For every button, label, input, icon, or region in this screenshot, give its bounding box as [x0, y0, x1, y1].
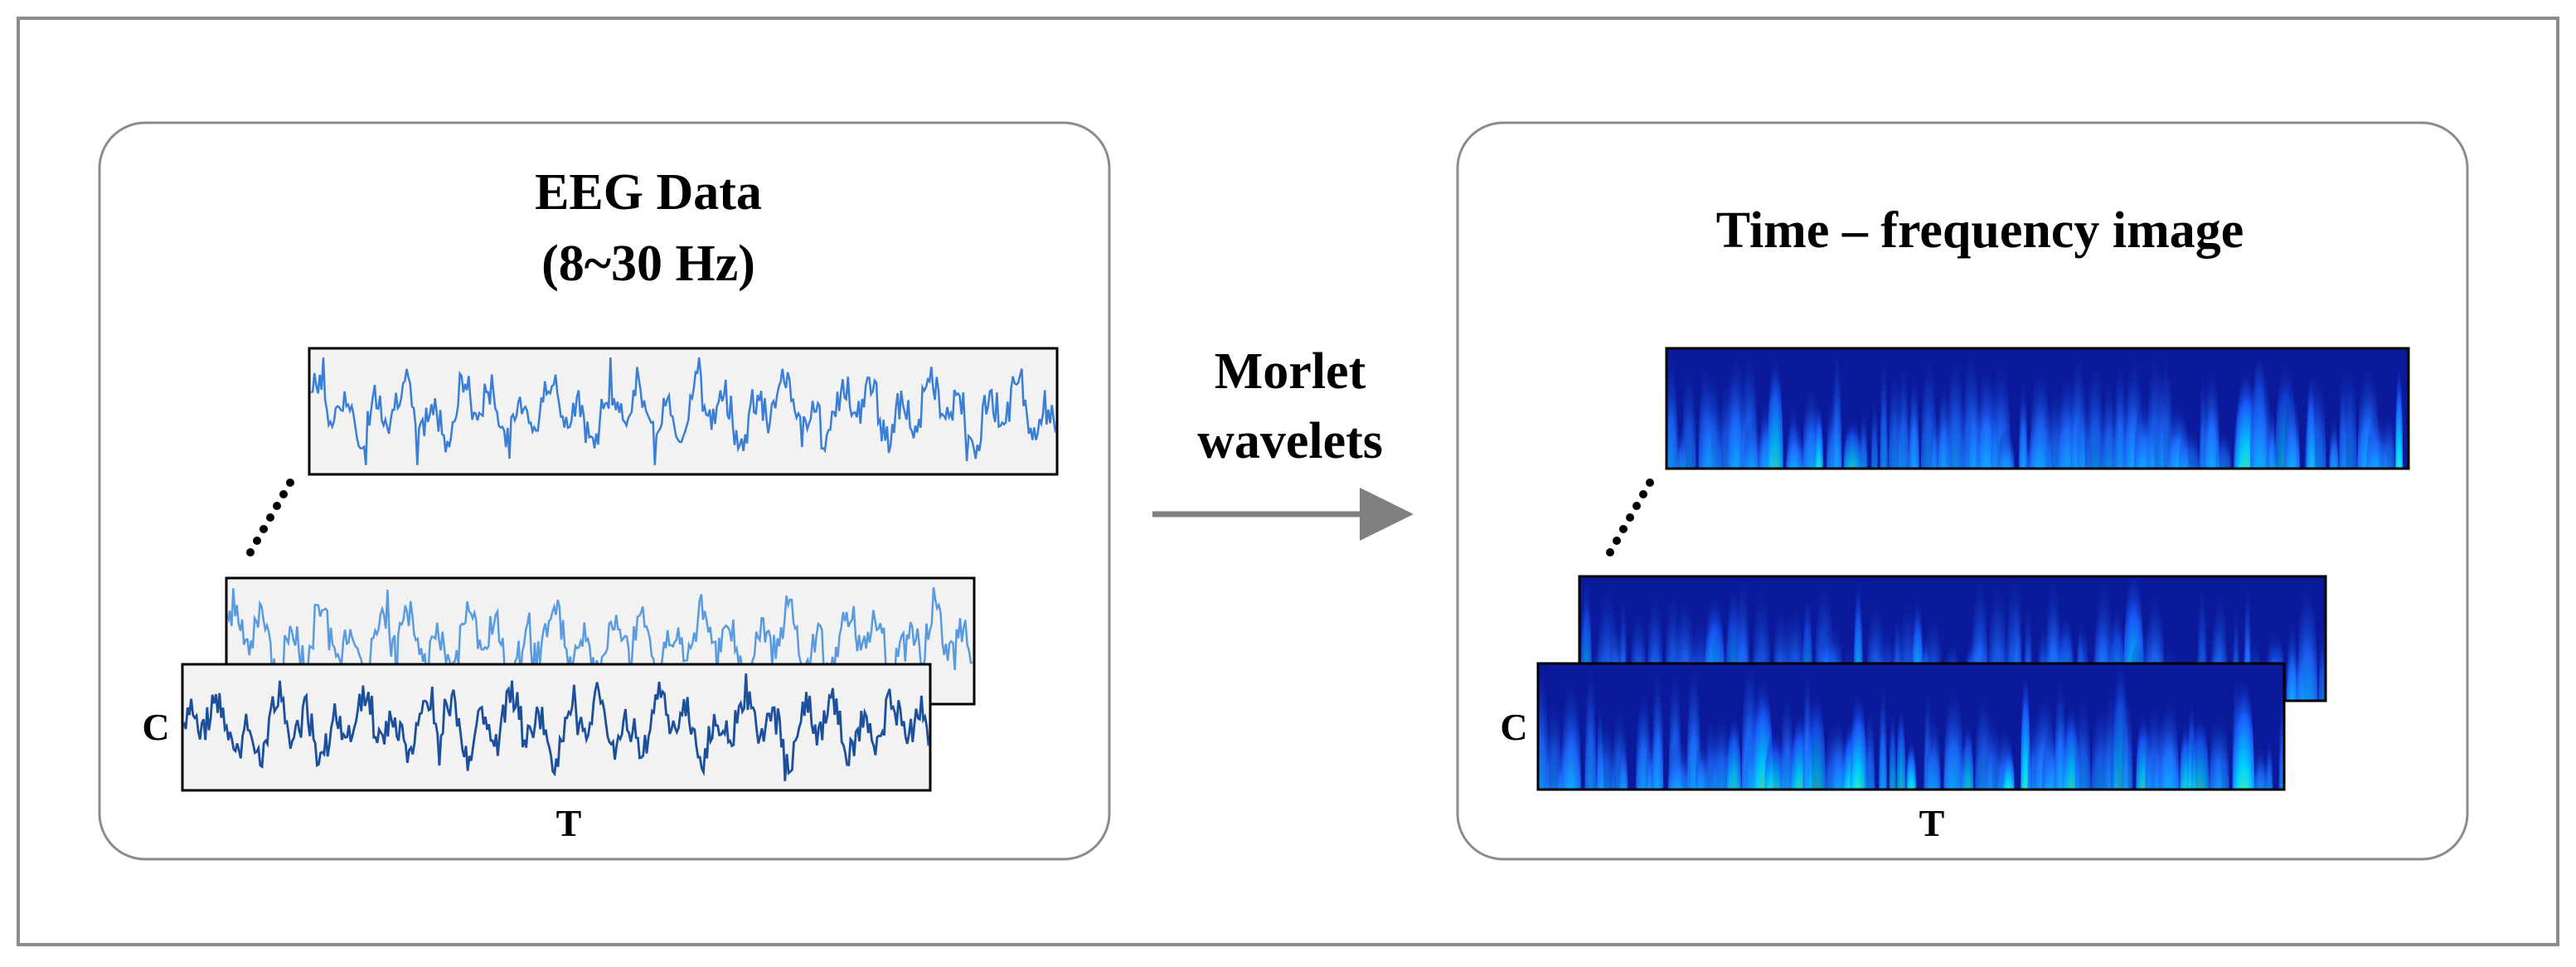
tf-energy-blob [2253, 744, 2268, 790]
tf-energy-blob [1879, 673, 1887, 790]
arrow-label-line1: Morlet [1215, 343, 1366, 400]
eeg-signal-front [181, 663, 932, 792]
tf-energy-blob [1943, 681, 1964, 790]
tf-energy-blob [1807, 688, 1826, 790]
tf-energy-blob [2002, 742, 2015, 790]
tf-energy-blob [1962, 720, 1974, 790]
tf-energy-blob [2078, 378, 2090, 469]
tf-title: Time – frequency image [1716, 202, 2244, 259]
tf-energy-blob [2203, 362, 2220, 469]
tf-energy-blob [2054, 671, 2067, 790]
tf-energy-blob [1831, 715, 1847, 790]
tf-energy-blob [1726, 711, 1741, 790]
tf-energy-blob [2021, 664, 2030, 790]
tf-energy-blob [1767, 350, 1783, 469]
tf-energy-blob [2329, 414, 2339, 469]
tf-energy-blob [1843, 417, 1861, 469]
eeg-time-axis-label: T [556, 802, 582, 844]
tf-energy-blob [1889, 709, 1896, 790]
tf-energy-blob [1985, 711, 2001, 790]
tf-energy-blob [1930, 401, 1940, 469]
tf-energy-blob [2178, 422, 2200, 469]
tf-energy-blob [2305, 362, 2326, 469]
tf-energy-blob [2249, 350, 2271, 469]
tf-energy-blob [2030, 361, 2051, 469]
tf-energy-blob [1700, 364, 1721, 469]
eeg-title-line2: (8~30 Hz) [541, 236, 755, 292]
tf-energy-blob [2265, 734, 2273, 790]
arrow-label-line2: wavelets [1197, 413, 1383, 469]
eeg-channel-axis-label: C [142, 706, 169, 748]
tf-time-axis-label: T [1919, 802, 1945, 844]
tf-energy-blob [2213, 708, 2229, 790]
tf-energy-blob [1561, 673, 1581, 790]
ellipsis-dots-left [246, 479, 294, 556]
tf-energy-blob [2233, 673, 2254, 790]
tf-energy-blob [2287, 618, 2298, 701]
tf-energy-blob [2158, 692, 2180, 790]
outer-frame [17, 17, 2559, 946]
tf-image-front [1536, 662, 2286, 791]
tf-energy-blob [1596, 716, 1614, 790]
tf-energy-blob [1584, 663, 1597, 790]
tf-energy-blob [2395, 360, 2404, 469]
tf-energy-blob [1850, 688, 1867, 790]
ellipsis-dots-right [1606, 479, 1654, 556]
tf-energy-blob [1814, 401, 1823, 469]
tf-energy-blob [1727, 348, 1745, 469]
tf-energy-blob [1832, 348, 1842, 469]
tf-energy-blob [2215, 426, 2231, 469]
tf-energy-blob [2366, 410, 2388, 469]
eeg-signal-top [308, 347, 1059, 476]
tf-energy-blob [2297, 578, 2318, 701]
tf-energy-blob [1652, 663, 1664, 790]
tf-energy-blob [1865, 700, 1875, 790]
tf-energy-blob [1711, 711, 1731, 790]
tf-energy-blob [1618, 736, 1628, 790]
tf-energy-blob [1859, 405, 1868, 469]
tf-energy-blob [1947, 348, 1965, 469]
tf-energy-blob [2063, 700, 2079, 790]
tf-energy-blob [2382, 408, 2395, 469]
tf-energy-blob [2074, 691, 2091, 790]
tf-energy-blob [1786, 415, 1803, 469]
tf-energy-blob [1696, 736, 1708, 790]
tf-energy-blob [2102, 373, 2116, 469]
tf-energy-blob [1896, 702, 1906, 790]
tf-energy-blob [2019, 372, 2028, 469]
tf-energy-blob [1909, 367, 1919, 469]
tf-energy-blob [2284, 386, 2300, 469]
arrow-right-icon [1152, 488, 1414, 541]
tf-energy-blob [1998, 425, 2015, 469]
tf-energy-blob [1938, 377, 1950, 469]
eeg-title-line1: EEG Data [535, 164, 762, 221]
tf-energy-blob [1667, 738, 1690, 790]
tf-energy-blob [1926, 711, 1941, 790]
tf-energy-blob [2318, 621, 2326, 701]
tf-image-top [1665, 347, 2410, 470]
tf-energy-blob [1780, 688, 1794, 790]
tf-energy-blob [2268, 401, 2277, 469]
tf-energy-blob [2113, 355, 2127, 469]
tf-energy-blob [1897, 355, 1909, 469]
tf-energy-blob [2341, 352, 2357, 469]
tf-energy-blob [2122, 683, 2133, 790]
tf-energy-blob [1880, 348, 1888, 469]
tf-energy-blob [2278, 681, 2284, 790]
tf-energy-blob [1743, 415, 1763, 469]
tf-energy-blob [1870, 391, 1879, 469]
tf-energy-blob [2190, 711, 2210, 790]
tf-energy-blob [1681, 358, 1696, 469]
tf-energy-blob [1764, 730, 1784, 790]
tf-energy-blob [2086, 353, 2104, 469]
tf-energy-blob [1666, 348, 1678, 469]
tf-channel-axis-label: C [1500, 706, 1527, 748]
tf-energy-blob [1906, 738, 1916, 790]
